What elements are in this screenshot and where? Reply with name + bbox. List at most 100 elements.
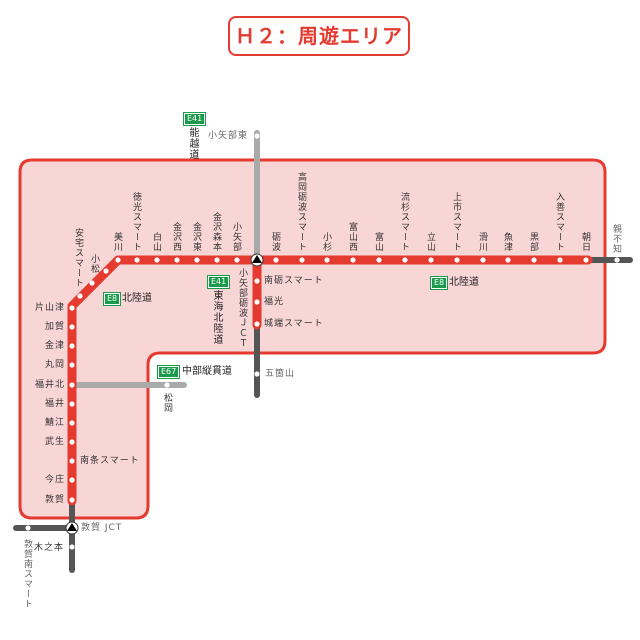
road-badge: E41: [206, 275, 231, 289]
station-label: 高岡砺波スマート: [296, 172, 306, 252]
station-label: 魚津: [502, 232, 512, 252]
station-label: 金沢森本: [211, 212, 221, 252]
station-label: 入善スマート: [554, 192, 564, 252]
station-dot: [505, 257, 511, 263]
station-dot: [69, 458, 75, 464]
road-badge: E8: [429, 276, 449, 290]
station-dot: [531, 257, 537, 263]
area-region: [18, 158, 607, 520]
station-label: 木之本: [34, 543, 65, 553]
station-dot: [254, 133, 260, 139]
station-label: 五箇山: [265, 369, 296, 379]
jct-label: 敦賀 JCT: [81, 523, 123, 533]
station-label: 武生: [44, 437, 65, 447]
station-dot: [164, 382, 170, 388]
station-label: 徳光スマート: [131, 192, 141, 252]
station-label: 松岡: [162, 393, 172, 413]
station-dot: [69, 382, 75, 388]
station-label: 金津: [44, 341, 65, 351]
station-label: 小矢部東: [208, 131, 249, 141]
station-dot: [69, 497, 75, 503]
station-label: 福井北: [34, 380, 65, 390]
station-label: 黒部: [528, 232, 538, 252]
station-label: 小矢部: [231, 222, 241, 252]
station-dot: [174, 257, 180, 263]
station-dot: [134, 257, 140, 263]
station-dot: [69, 420, 75, 426]
station-dot: [69, 305, 75, 311]
station-label: 金沢東: [191, 222, 201, 252]
oyabe-tonami-jct-icon: [250, 253, 264, 267]
road-name: 北陸道: [122, 293, 152, 304]
station-dot: [194, 257, 200, 263]
station-label: 美川: [112, 232, 122, 252]
station-dot: [115, 257, 121, 263]
station-dot: [234, 257, 240, 263]
station-dot: [89, 280, 95, 286]
station-label: 丸岡: [44, 360, 65, 370]
station-label: 朝日: [580, 232, 590, 252]
station-label: 親不知: [611, 224, 621, 254]
station-dot: [614, 257, 620, 263]
road-badge: E41: [182, 112, 207, 126]
road-badge: E8: [102, 292, 122, 306]
road-badge: E67: [156, 365, 181, 379]
station-dot: [69, 544, 75, 550]
station-dot: [69, 362, 75, 368]
station-dot: [69, 401, 75, 407]
station-label: 安宅スマート: [73, 228, 83, 288]
station-label: 片山津: [34, 303, 65, 313]
station-dot: [557, 257, 563, 263]
station-dot: [480, 257, 486, 263]
station-label: 南砺スマート: [264, 276, 324, 286]
station-label: 敦賀: [44, 495, 65, 505]
station-dot: [254, 278, 260, 284]
tsuruga-jct-icon: [65, 521, 79, 535]
station-label: 富山西: [347, 222, 357, 252]
station-dot: [69, 343, 75, 349]
station-dot: [69, 439, 75, 445]
station-dot: [103, 268, 109, 274]
station-dot: [254, 371, 260, 377]
station-dot: [69, 477, 75, 483]
station-label: 城端スマート: [264, 319, 324, 329]
station-dot: [77, 293, 83, 299]
page-title: Ｈ２：周遊エリア: [228, 16, 410, 56]
station-dot: [428, 257, 434, 263]
road-name: 能越道: [187, 127, 198, 160]
station-label: 砺波: [270, 232, 280, 252]
station-dot: [254, 299, 260, 305]
station-dot: [350, 257, 356, 263]
station-label: 滑川: [477, 232, 487, 252]
station-dot: [454, 257, 460, 263]
station-dot: [25, 525, 31, 531]
road-name: 中部縦貫道: [182, 366, 232, 377]
station-label: 福井: [44, 399, 65, 409]
station-label: 鯖江: [44, 418, 65, 428]
station-label: 流杉スマート: [399, 192, 409, 252]
jct-label: 小矢部砺波ＪＣＴ: [237, 268, 247, 348]
station-label: 小松: [89, 254, 99, 274]
station-dot: [69, 324, 75, 330]
station-dot: [402, 257, 408, 263]
station-dot: [324, 257, 330, 263]
station-label: 白山: [151, 232, 161, 252]
station-label: 富山: [373, 232, 383, 252]
station-dot: [376, 257, 382, 263]
station-label: 福光: [264, 297, 285, 307]
station-label: 上市スマート: [451, 192, 461, 252]
station-label: 金沢西: [171, 222, 181, 252]
station-dot: [154, 257, 160, 263]
station-label: 加賀: [44, 322, 65, 332]
road-name: 北陸道: [449, 277, 479, 288]
station-label: 小杉: [321, 232, 331, 252]
station-label: 立山: [425, 232, 435, 252]
station-label: 今庄: [44, 475, 65, 485]
station-dot: [273, 257, 279, 263]
station-label: 敦賀南スマート: [22, 539, 32, 609]
station-dot: [214, 257, 220, 263]
road-name: 東海北陸道: [211, 290, 222, 345]
station-dot: [254, 321, 260, 327]
